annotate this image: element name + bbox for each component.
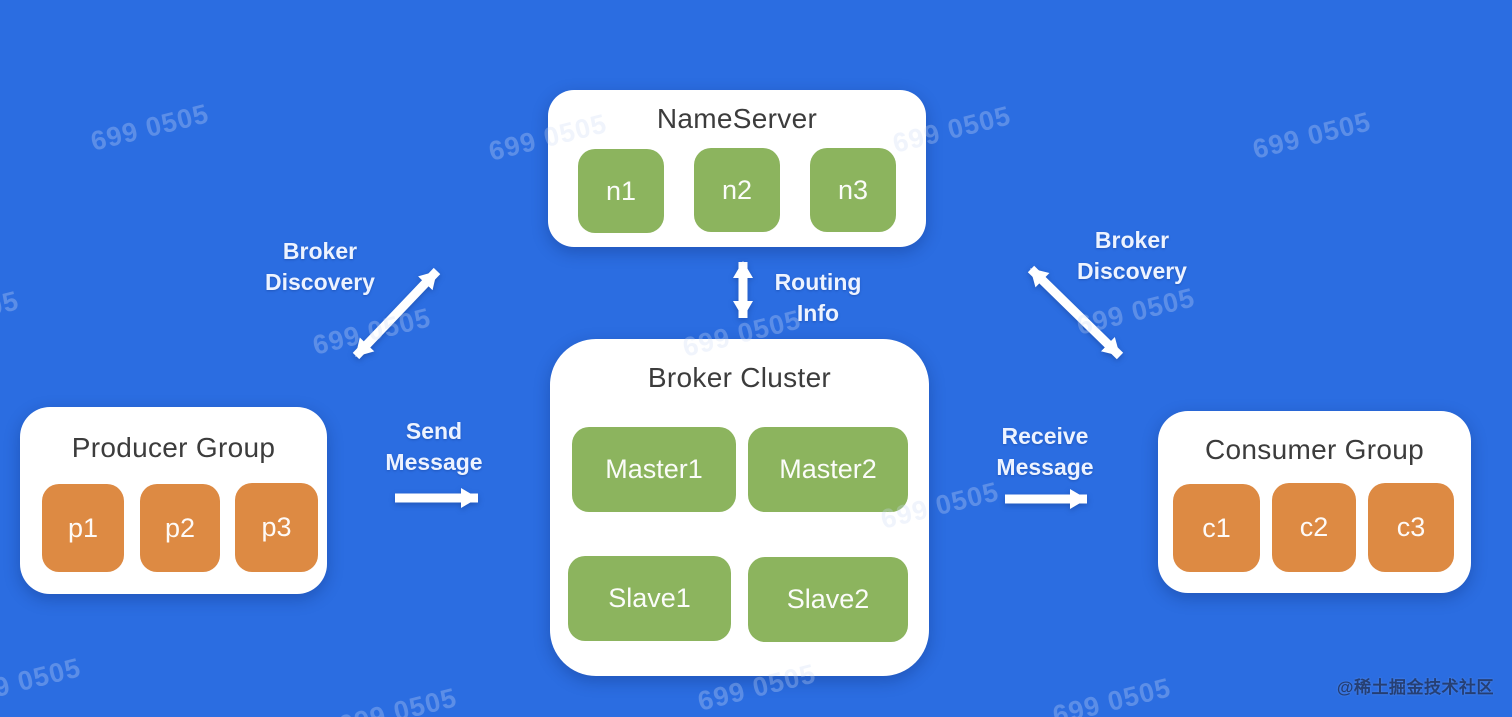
producer-node-p3: p3 bbox=[235, 483, 318, 572]
routing-info-line1: Routing bbox=[774, 269, 862, 295]
receive-message-line1: Receive bbox=[1001, 423, 1089, 449]
routing-info-line2: Info bbox=[796, 300, 840, 326]
consumer-group-panel: Consumer Group c1 c2 c3 bbox=[1158, 411, 1471, 593]
nameserver-node-n3: n3 bbox=[810, 148, 896, 232]
tile-watermark: 699 0505 bbox=[1249, 106, 1375, 165]
broker-discovery-left-arrow bbox=[352, 267, 441, 360]
consumer-node-c3: c3 bbox=[1368, 483, 1454, 572]
tile-watermark: 699 0505 bbox=[335, 682, 461, 717]
send-message-line2: Message bbox=[385, 449, 483, 475]
broker-discovery-right-arrow bbox=[1027, 265, 1124, 360]
broker-discovery-right-line1: Broker bbox=[1094, 227, 1170, 253]
tile-watermark: 699 0505 bbox=[1049, 672, 1175, 717]
broker-discovery-left-line2: Discovery bbox=[265, 269, 375, 295]
nameserver-node-n1: n1 bbox=[578, 149, 664, 233]
consumer-node-c2: c2 bbox=[1272, 483, 1356, 572]
producer-node-p1: p1 bbox=[42, 484, 124, 572]
tile-watermark: 699 0505 bbox=[0, 285, 23, 343]
tile-watermark: 699 0505 bbox=[0, 652, 85, 711]
broker-discovery-right-line2: Discovery bbox=[1077, 258, 1187, 284]
broker-cluster-panel: Broker Cluster Master1 Master2 Slave1 Sl… bbox=[550, 339, 929, 676]
broker-node-master1: Master1 bbox=[572, 427, 736, 512]
producer-node-p2: p2 bbox=[140, 484, 220, 572]
nameserver-title: NameServer bbox=[656, 103, 818, 134]
producer-group-panel: Producer Group p1 p2 p3 bbox=[20, 407, 327, 594]
juejin-brand-watermark: @稀土掘金技术社区 bbox=[1336, 678, 1494, 697]
nameserver-node-n2: n2 bbox=[694, 148, 780, 232]
tile-watermark: 699 0505 bbox=[1073, 282, 1199, 341]
consumer-node-c1: c1 bbox=[1173, 484, 1260, 572]
receive-message-label: Receive Message bbox=[962, 421, 1128, 483]
send-message-line1: Send bbox=[405, 418, 463, 444]
broker-node-master2: Master2 bbox=[748, 427, 908, 512]
tile-watermark: 699 0505 bbox=[87, 98, 213, 157]
producer-group-title: Producer Group bbox=[71, 432, 276, 463]
nameserver-panel: NameServer n1 n2 n3 bbox=[548, 90, 926, 247]
tile-watermark: 699 0505 bbox=[309, 302, 435, 361]
broker-cluster-title: Broker Cluster bbox=[647, 362, 832, 393]
routing-info-label: Routing Info bbox=[772, 267, 864, 329]
send-message-label: Send Message bbox=[354, 416, 514, 478]
broker-discovery-left-line1: Broker bbox=[282, 238, 358, 264]
receive-message-line2: Message bbox=[996, 454, 1094, 480]
broker-discovery-left-label: Broker Discovery bbox=[238, 236, 402, 298]
broker-node-slave2: Slave2 bbox=[748, 557, 908, 642]
broker-discovery-right-label: Broker Discovery bbox=[1049, 225, 1215, 287]
consumer-group-title: Consumer Group bbox=[1205, 434, 1424, 465]
broker-node-slave1: Slave1 bbox=[568, 556, 731, 641]
